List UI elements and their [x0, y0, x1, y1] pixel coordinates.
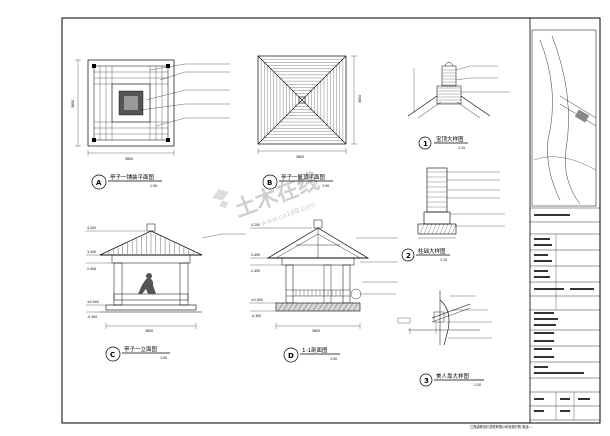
view-c-scale: 1:50 — [160, 356, 167, 360]
view-c-elevation: 4.200 3.400 2.400 ±0.000 -0.300 3600 C 亭… — [86, 223, 246, 362]
dim-c-width: 3600 — [145, 329, 153, 333]
detail-2-badge: 2 — [406, 252, 411, 260]
dim-b-height: 3600 — [358, 95, 362, 103]
dim-a-width: 3600 — [125, 157, 133, 161]
view-c-title: 亭子一立面图 — [124, 345, 158, 353]
level-d-0: 4.200 — [251, 223, 260, 227]
detail-2-scale: 1:10 — [440, 258, 447, 262]
dim-b-width: 3600 — [296, 155, 304, 159]
view-b-title: 亭子一屋顶平面图 — [281, 173, 326, 181]
detail-3-scale: 1:20 — [474, 383, 481, 387]
detail-1-finial: 1 宝顶大样图 1:10 — [407, 61, 510, 150]
view-a-title: 亭子一铺装平面图 — [110, 173, 155, 181]
view-b-scale: 1:50 — [322, 184, 329, 188]
detail-3-title: 美人靠大样图 — [436, 372, 470, 380]
detail-1-title: 宝顶大样图 — [436, 135, 464, 143]
view-a-paving-plan: 3600 3600 A 亭子一铺装平面图 1:50 — [71, 59, 230, 190]
view-b-badge: B — [267, 179, 272, 187]
view-c-badge: C — [110, 351, 115, 359]
view-a-scale: 1:50 — [150, 184, 157, 188]
level-d-4: -0.300 — [251, 314, 261, 318]
level-c-2: 2.400 — [87, 267, 96, 271]
title-block: 江西建筑设计总院有限公司景观分院 电话:... — [470, 29, 600, 429]
level-c-1: 3.400 — [87, 250, 96, 254]
level-c-4: -0.300 — [87, 315, 97, 319]
view-d-title: 1-1剖面图 — [302, 346, 328, 354]
dim-a-height: 3600 — [71, 100, 75, 108]
view-a-badge: A — [96, 179, 102, 187]
level-d-3: ±0.000 — [251, 298, 263, 302]
level-d-1: 3.400 — [251, 253, 260, 257]
detail-1-scale: 1:10 — [458, 146, 465, 150]
level-d-2: 2.400 — [251, 269, 260, 273]
detail-2-title: 柱础大样图 — [418, 247, 446, 255]
view-d-section: 4.200 3.400 2.400 ±0.000 -0.300 3600 D 1… — [250, 219, 398, 363]
level-c-3: ±0.000 — [87, 300, 99, 304]
view-d-scale: 1:50 — [330, 357, 337, 361]
detail-3-badge: 3 — [424, 377, 429, 385]
view-b-roof-plan: 3600 3600 B 亭子一屋顶平面图 1:50 — [257, 55, 362, 190]
view-d-badge: D — [288, 352, 294, 360]
detail-2-column-base: 2 柱础大样图 1:10 — [401, 167, 505, 262]
detail-1-badge: 1 — [423, 140, 428, 148]
titleblock-footer: 江西建筑设计总院有限公司景观分院 电话:... — [470, 424, 533, 429]
dim-d-width: 3600 — [312, 329, 320, 333]
level-c-0: 4.200 — [87, 226, 96, 230]
outer-border — [61, 17, 601, 424]
detail-3-bench-back: 3 美人靠大样图 1:20 — [397, 290, 492, 387]
